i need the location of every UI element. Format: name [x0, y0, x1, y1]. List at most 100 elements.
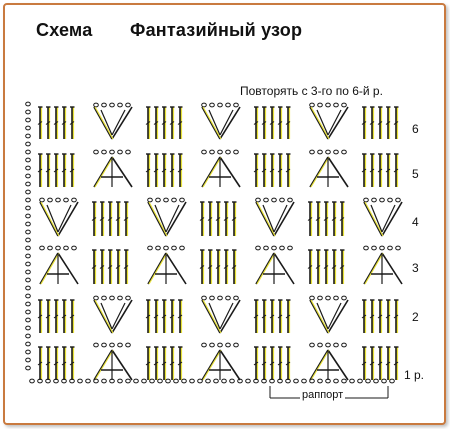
chain-loop	[201, 102, 207, 108]
chain-loop	[325, 342, 331, 348]
cluster-accent	[148, 252, 168, 285]
chain-loop	[285, 378, 291, 384]
chain-loop	[25, 109, 31, 115]
row-label-5: 5	[412, 167, 419, 181]
dc-bar	[161, 121, 167, 125]
chain-loop	[25, 349, 31, 355]
dc-bar	[231, 265, 237, 269]
dc-bar	[199, 217, 205, 221]
shell-inner	[219, 302, 234, 330]
dc-bar	[285, 121, 291, 125]
chain-loop	[225, 342, 231, 348]
dc-bar	[277, 314, 283, 319]
dc-bar	[369, 361, 375, 366]
dc-bar	[153, 361, 159, 366]
chain-loop	[333, 378, 339, 384]
chain-loop	[147, 197, 153, 203]
dc-bar	[385, 314, 391, 319]
dc-bar	[385, 121, 391, 125]
dc-bar	[385, 361, 391, 366]
dc-bar	[99, 217, 105, 221]
dc-bar	[61, 168, 67, 173]
chain-loop	[279, 197, 285, 203]
chain-loop	[125, 378, 131, 384]
shell-inner	[208, 302, 221, 330]
chain-loop	[25, 285, 31, 291]
chain-loop	[293, 378, 299, 384]
chain-loop	[179, 197, 185, 203]
chain-loop	[255, 197, 261, 203]
dc-bar	[69, 361, 75, 366]
chain-loop	[171, 197, 177, 203]
chain-loop	[25, 133, 31, 139]
chain-loop	[201, 295, 207, 301]
chain-loop	[165, 378, 171, 384]
dc-bar	[69, 314, 75, 319]
shell-right	[219, 299, 241, 334]
shell-inner	[57, 204, 72, 233]
chain-loop	[271, 197, 277, 203]
chain-loop	[25, 189, 31, 195]
cluster-accent	[94, 156, 114, 188]
shell-left	[309, 299, 329, 334]
chain-loop	[341, 295, 347, 301]
chain-loop	[71, 197, 77, 203]
dc-bar	[307, 217, 313, 221]
cluster-accent	[256, 252, 276, 285]
chain-loop	[333, 149, 339, 155]
shell-inner	[327, 109, 342, 136]
dc-bar	[377, 121, 383, 125]
chain-loop	[25, 357, 31, 363]
chain-loop	[25, 157, 31, 163]
chain-loop	[25, 269, 31, 275]
dc-bar	[37, 361, 43, 366]
cluster-accent	[202, 349, 222, 381]
chain-loop	[25, 293, 31, 299]
cluster-left	[363, 252, 383, 285]
shell-left	[201, 106, 221, 140]
chain-loop	[25, 141, 31, 147]
chain-loop	[117, 342, 123, 348]
shell-left	[255, 201, 275, 237]
chain-loop	[163, 245, 169, 251]
dc-bar	[177, 314, 183, 319]
chain-loop	[71, 245, 77, 251]
cluster-accent	[94, 349, 114, 381]
dc-bar	[37, 121, 43, 125]
shell-right	[111, 299, 133, 334]
chain-loop	[271, 245, 277, 251]
shell-left	[93, 299, 113, 334]
chain-loop	[189, 378, 195, 384]
chain-loop	[125, 342, 131, 348]
chain-loop	[125, 149, 131, 155]
dc-bar	[69, 168, 75, 173]
dc-bar	[315, 217, 321, 221]
chain-loop	[171, 245, 177, 251]
chain-loop	[25, 309, 31, 315]
chain-loop	[263, 197, 269, 203]
chain-loop	[101, 295, 107, 301]
row-label-1: 1 р.	[404, 368, 425, 382]
chain-loop	[25, 101, 31, 107]
chain-loop	[25, 325, 31, 331]
dc-bar	[269, 168, 275, 173]
dc-bar	[361, 314, 367, 319]
chain-loop	[245, 378, 251, 384]
chain-loop	[25, 173, 31, 179]
chain-loop	[25, 253, 31, 259]
chain-loop	[29, 378, 35, 384]
chain-loop	[25, 197, 31, 203]
chain-loop	[325, 149, 331, 155]
chain-loop	[395, 245, 401, 251]
chain-loop	[181, 378, 187, 384]
chain-loop	[25, 237, 31, 243]
chain-loop	[333, 342, 339, 348]
dc-bar	[37, 168, 43, 173]
chain-loop	[309, 295, 315, 301]
cluster-left	[309, 349, 329, 381]
dc-bar	[207, 217, 213, 221]
chain-loop	[201, 342, 207, 348]
shell-inner	[370, 204, 383, 233]
shell-inner	[165, 204, 180, 233]
